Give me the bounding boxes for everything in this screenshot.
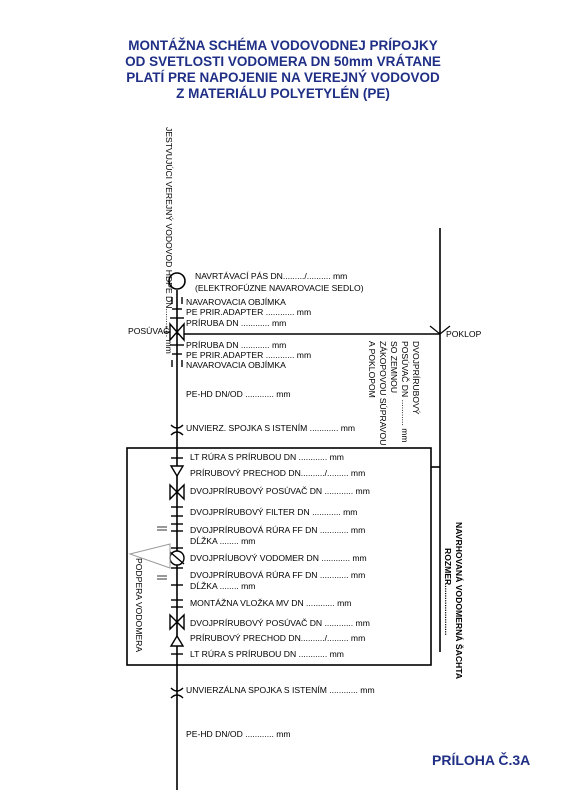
ff-pipe-2-label: DVOJPRÍRUBOVÁ RÚRA FF DN ............ mm: [190, 570, 365, 580]
coupling-1-label: UNVIERZ. SPOJKA S ISTENÍM ............ m…: [186, 423, 355, 433]
cover-icon: [429, 325, 451, 335]
length-2-label: DĹŽKA ........ mm: [190, 581, 255, 591]
meter-label: DVOJPRÍUBOVÝ VODOMER DN ............ mm: [190, 553, 367, 563]
title-line-3: PLATÍ PRE NAPOJENIE NA VEREJNÝ VODOVOD: [126, 70, 440, 85]
main-pipe-label: JESTVUJÚCI VEREJNÝ VODOVOD HDPE DN......…: [164, 127, 174, 354]
valve-2-label: DVOJPRÍRUBOVÝ POSÚVAČ DN ............ mm: [190, 618, 370, 628]
tapping-saddle-label: NAVRTÁVACÍ PÁS DN........./.......... mm: [195, 271, 347, 281]
coupling-2-label: UNVIERZÁLNA SPOJKA S ISTENÍM ...........…: [186, 685, 375, 695]
meter-shaft-label-2: ROZMER.....................: [443, 548, 453, 635]
shaft-fittings: [169, 457, 185, 655]
earth-valve-label-1: DVOJPRÍRUBOVÝ: [411, 341, 421, 415]
flange-2-label: PRÍRUBA DN ............ mm: [186, 340, 286, 350]
title-line-1: MONTÁŽNA SCHÉMA VODOVODNEJ PRÍPOJKY: [128, 38, 438, 53]
title-line-2: OD SVETLOSTI VODOMERA DN 50mm VRÁTANE: [125, 54, 441, 69]
coupling-1-icon: [170, 424, 184, 436]
reducer-1-label: PRÍRUBOVÝ PRECHOD DN........../.........…: [190, 468, 365, 478]
upper-fittings: [170, 297, 184, 367]
meter-shaft-box: [126, 447, 432, 666]
meter-support-label: PODPERA VODOMERA: [134, 558, 144, 652]
diagram-title: MONTÁŽNA SCHÉMA VODOVODNEJ PRÍPOJKY OD S…: [0, 38, 566, 102]
filter-label: DVOJPRÍRUBOVÝ FILTER DN ............ mm: [190, 507, 357, 517]
weld-socket-2-label: NAVAROVACIA OBJÍMKA: [186, 360, 286, 370]
length-1-label: DĹŽKA ........ mm: [190, 536, 255, 546]
appendix-label: PRÍLOHA Č.3A: [432, 752, 531, 768]
pe-pipe-1-label: PE-HD DN/OD ............ mm: [186, 389, 291, 399]
earth-valve-label-3: SO ZEMNOU: [389, 341, 399, 393]
slide-valve-icon: [169, 322, 185, 342]
valve-1-label: DVOJPRÍRUBOVÝ POSÚVAČ DN ............ mm: [190, 486, 370, 496]
meter-shaft-label-1: NAVRHOVANÁ VODOMERNÁ ŠACHTA: [454, 522, 465, 679]
earth-valve-label-4: ZÁKOPOVOU SÚPRAVOU: [378, 341, 388, 445]
reducer-2-label: PRÍRUBOVÝ PRECHOD DN........../.........…: [190, 633, 365, 643]
cover-label: POKLOP: [446, 329, 482, 339]
flange-1-label: PRÍRUBA DN ............ mm: [186, 318, 286, 328]
title-line-4: Z MATERIÁLU POLYETYLÉN (PE): [176, 86, 390, 101]
lt-pipe-2-label: LT RÚRA S PRÍRUBOU DN ............ mm: [190, 649, 344, 659]
adapter-1-label: PE PRIR.ADAPTER ............ mm: [186, 307, 311, 317]
tapping-saddle-note: (ELEKTROFÚZNE NAVAROVACIE SEDLO): [195, 283, 364, 293]
pe-pipe-2-label: PE-HD DN/OD ............ mm: [186, 729, 291, 739]
slide-valve-label: POSÚVAČ: [128, 326, 169, 336]
adapter-2-label: PE PRIR.ADAPTER ............ mm: [186, 350, 311, 360]
earth-valve-label-2: POSÚVAČ DN ........... mm: [400, 341, 410, 443]
ff-pipe-1-label: DVOJPRÍRUBOVÁ RÚRA FF DN ............ mm: [190, 525, 365, 535]
lt-pipe-1-label: LT RÚRA S PRÍRUBOU DN ............ mm: [190, 452, 344, 462]
weld-socket-1-label: NAVAROVACIA OBJÍMKA: [186, 297, 286, 307]
coupling-2-icon: [170, 687, 184, 699]
pipe-support-marks: [157, 526, 167, 580]
earth-valve-label-5: A POKLOPOM: [367, 341, 377, 398]
tapping-saddle-icon: [168, 272, 186, 290]
assembly-insert-label: MONTÁŽNA VLOŽKA MV DN ............ mm: [190, 598, 351, 608]
meter-support-icon: [128, 543, 171, 569]
